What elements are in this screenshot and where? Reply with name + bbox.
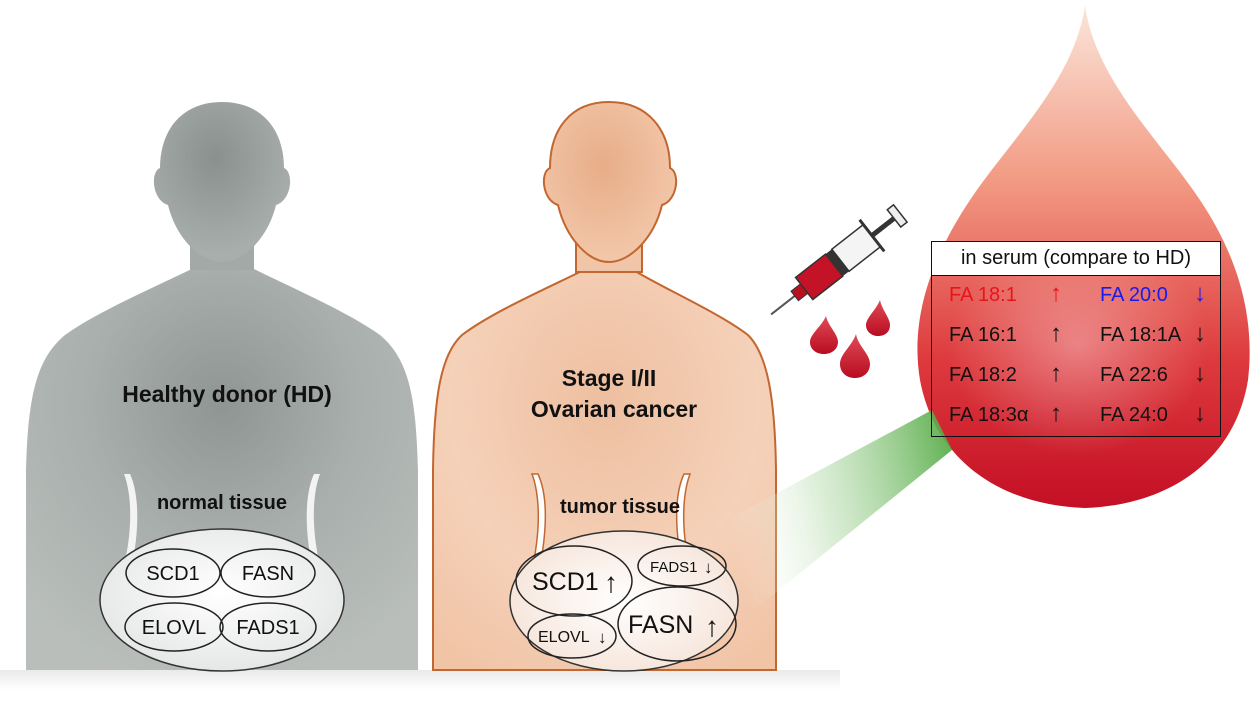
blood-drop-small-1: [810, 316, 838, 354]
up-arrow-icon: ↑: [1050, 400, 1062, 427]
gene-fasn-healthy: FASN: [220, 548, 316, 598]
fatty-acid-decreased: FA 22:6: [1100, 364, 1168, 386]
healthy-donor-figure: Healthy donor (HD) normal tissue SCD1 FA…: [26, 102, 418, 672]
svg-text:FASN: FASN: [242, 563, 294, 585]
gene-fasn-tumor: FASN ↑: [617, 586, 737, 662]
down-arrow-icon: ↓: [598, 628, 607, 647]
down-arrow-icon: ↓: [1194, 320, 1206, 347]
syringe-icon: [770, 203, 909, 316]
healthy-head: [153, 102, 291, 262]
serum-table-row: FA 18:3α ↑ FA 24:0 ↓: [932, 396, 1220, 436]
up-arrow-icon: ↑: [1050, 320, 1062, 347]
gene-elovl-healthy: ELOVL: [124, 602, 224, 652]
fatty-acid-increased: FA 16:1: [949, 324, 1017, 346]
svg-text:FADS1: FADS1: [236, 617, 299, 639]
up-arrow-icon: ↑: [604, 567, 618, 598]
serum-table: in serum (compare to HD) FA 18:1 ↑ FA 20:0…: [931, 241, 1221, 437]
fatty-acid-increased: FA 18:3α: [949, 404, 1029, 426]
serum-table-header: in serum (compare to HD): [932, 242, 1220, 276]
cancer-head: [542, 100, 678, 264]
floor-shadow: [0, 670, 840, 690]
blood-drop-glow: [948, 235, 1208, 455]
fatty-acid-increased: FA 18:1: [949, 284, 1017, 306]
down-arrow-icon: ↓: [1194, 280, 1206, 307]
down-arrow-icon: ↓: [1194, 400, 1206, 427]
up-arrow-icon: ↑: [1050, 280, 1062, 307]
gene-scd1-healthy: SCD1: [125, 548, 221, 598]
fatty-acid-decreased: FA 20:0: [1100, 284, 1168, 306]
svg-text:ELOVL: ELOVL: [538, 629, 590, 646]
fatty-acid-decreased: FA 24:0: [1100, 404, 1168, 426]
zoom-beam: [712, 410, 952, 620]
gene-scd1-tumor: SCD1 ↑: [515, 545, 633, 617]
blood-drop-small-3: [840, 334, 870, 378]
up-arrow-icon: ↑: [705, 611, 719, 642]
cancer-label-line1: Stage I/II: [562, 365, 657, 391]
gene-elovl-tumor: ELOVL ↓: [527, 613, 617, 659]
fatty-acid-increased: FA 18:2: [949, 364, 1017, 386]
down-arrow-icon: ↓: [1194, 360, 1206, 387]
cancer-patient-figure: Stage I/II Ovarian cancer tumor tissue S…: [432, 100, 777, 672]
up-arrow-icon: ↑: [1050, 360, 1062, 387]
tumor-tissue-oval: [509, 530, 739, 672]
tumor-tissue-label: tumor tissue: [560, 496, 680, 518]
cancer-label-line2: Ovarian cancer: [531, 396, 697, 422]
svg-text:SCD1: SCD1: [532, 568, 599, 596]
svg-text:SCD1: SCD1: [146, 563, 199, 585]
serum-table-row: FA 18:1 ↑ FA 20:0 ↓: [932, 276, 1220, 316]
normal-tissue-oval: [99, 528, 345, 672]
serum-table-rows: FA 18:1↑FA 20:0↓FA 16:1↑FA 18:1A↓FA 18:2…: [932, 276, 1220, 436]
down-arrow-icon: ↓: [704, 558, 713, 577]
svg-text:ELOVL: ELOVL: [142, 617, 206, 639]
blood-drop-small-2: [866, 300, 890, 336]
gene-fads1-healthy: FADS1: [219, 602, 317, 652]
svg-text:FASN: FASN: [628, 611, 693, 639]
serum-table-row: FA 16:1 ↑ FA 18:1A ↓: [932, 316, 1220, 356]
normal-tissue-label: normal tissue: [157, 492, 287, 514]
healthy-label: Healthy donor (HD): [122, 381, 332, 407]
serum-table-row: FA 18:2 ↑ FA 22:6 ↓: [932, 356, 1220, 396]
fatty-acid-decreased: FA 18:1A: [1100, 324, 1182, 346]
svg-text:FADS1: FADS1: [650, 559, 698, 576]
